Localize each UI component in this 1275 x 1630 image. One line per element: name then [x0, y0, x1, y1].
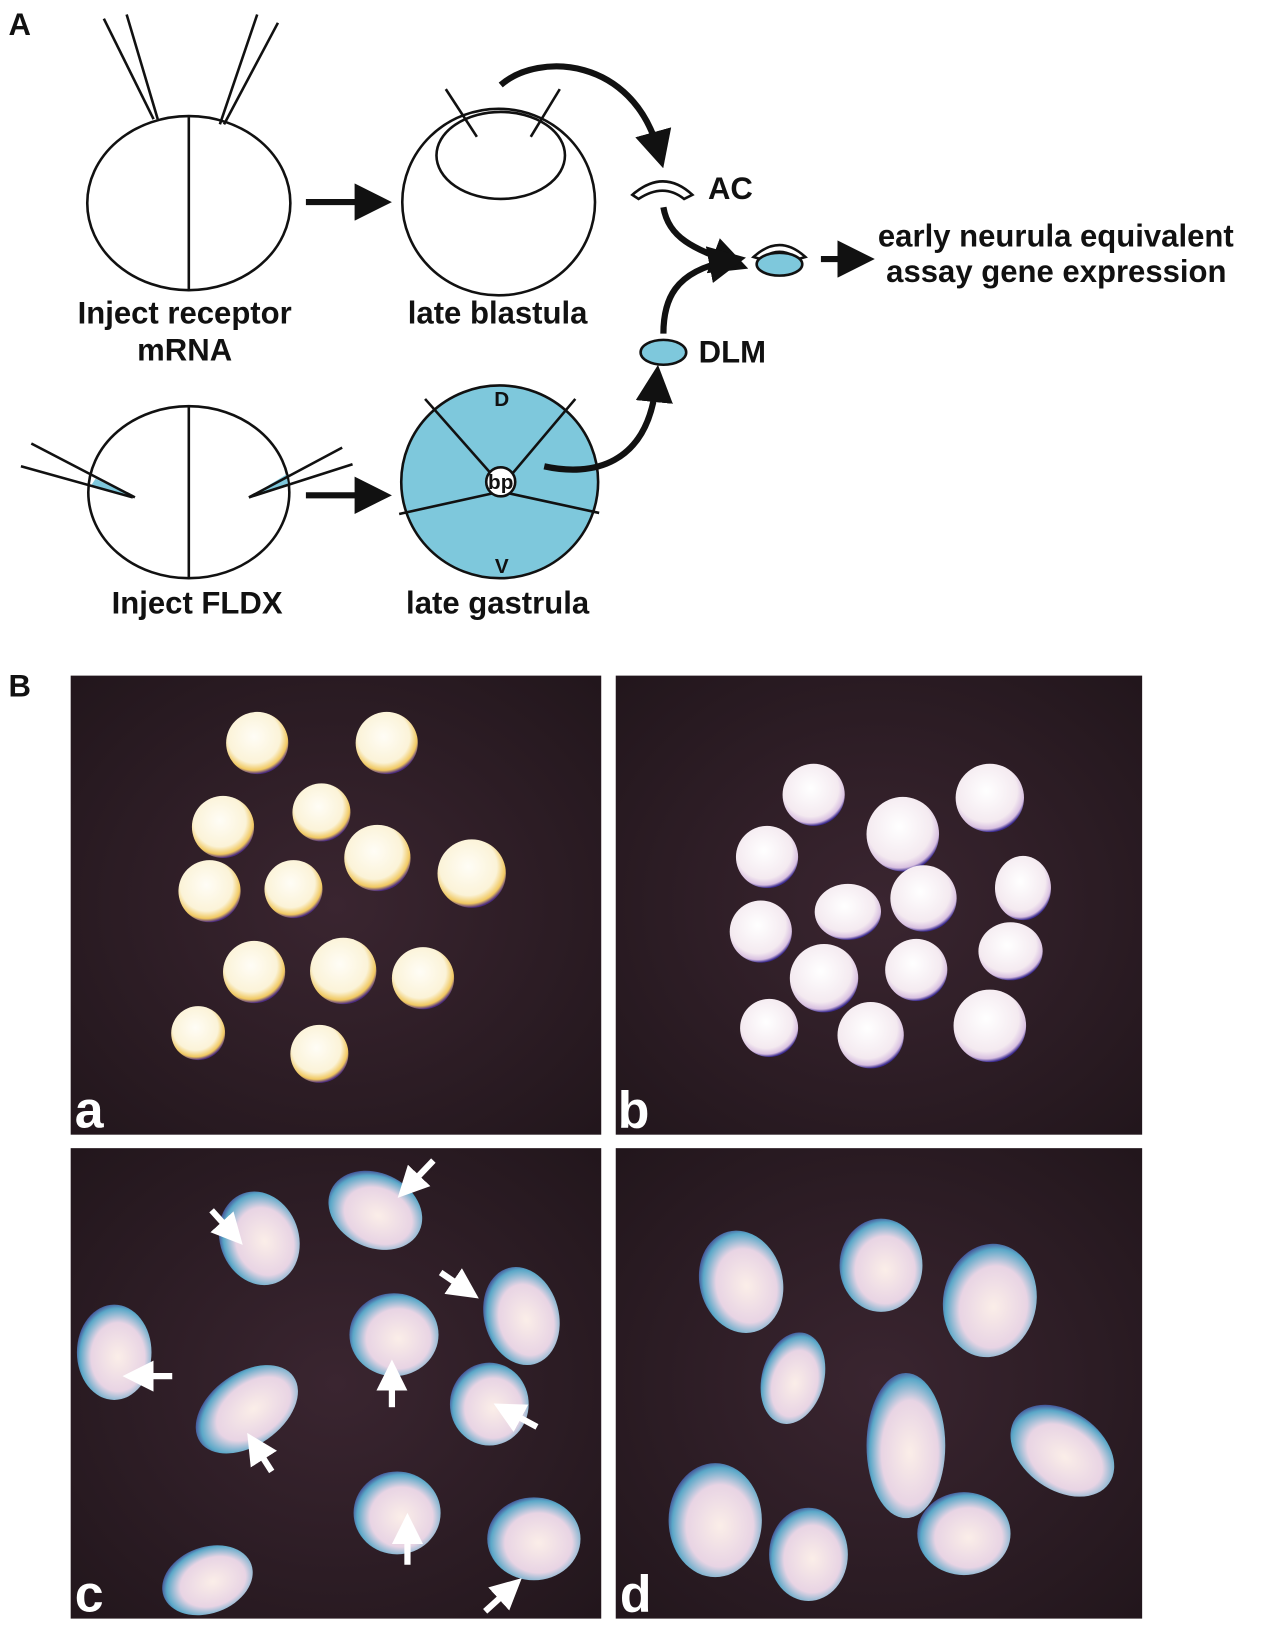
arrow-annotations: [122, 1158, 539, 1614]
label-dlm: DLM: [699, 335, 766, 370]
panel-label-a: A: [9, 7, 31, 42]
label-late-blastula: late blastula: [408, 295, 588, 330]
label-ac: AC: [708, 171, 753, 206]
curved-arrow-icon: [660, 206, 749, 274]
label-inject-fldx: Inject FLDX: [112, 585, 283, 620]
curved-arrow-icon: [660, 246, 746, 334]
animal-cap-icon: [630, 180, 695, 201]
subpanel-label-d: d: [620, 1564, 652, 1622]
label-result-line1: early neurula equivalent: [878, 219, 1234, 254]
curved-arrow-icon: [543, 364, 673, 473]
two-cell-embryo-fldx: [20, 404, 353, 580]
two-cell-embryo-receptor: [85, 14, 292, 292]
photo-panel-c: c: [70, 1148, 602, 1622]
white-arrow-icon: [247, 1432, 277, 1474]
late-blastula-embryo: [400, 88, 597, 297]
subpanel-label-c: c: [75, 1564, 104, 1622]
subpanel-label-b: b: [618, 1080, 650, 1138]
label-mrna: mRNA: [137, 333, 232, 368]
late-gastrula-embryo: [398, 384, 600, 580]
photo-panel-d: d: [615, 1148, 1143, 1622]
white-arrow-icon: [438, 1268, 479, 1299]
panel-a-diagram: A Inject receptor mRNA late blastula A: [9, 7, 1234, 620]
white-arrow-icon: [483, 1578, 522, 1614]
curved-arrow-icon: [498, 63, 672, 169]
subpanel-label-a: a: [75, 1080, 105, 1138]
label-late-gastrula: late gastrula: [406, 585, 590, 620]
conjugate-explant-icon: [750, 243, 808, 277]
label-inject-receptor: Inject receptor: [78, 295, 292, 330]
white-arrow-icon: [493, 1403, 539, 1432]
injection-needle-icon: [102, 14, 280, 125]
white-arrow-icon: [209, 1208, 243, 1245]
photo-panel-a: a: [70, 675, 602, 1138]
white-arrow-icon: [397, 1158, 436, 1198]
label-blastopore: bp: [488, 471, 513, 494]
photo-panel-b: b: [615, 675, 1143, 1138]
label-dorsal: D: [494, 388, 509, 411]
label-result-line2: assay gene expression: [886, 254, 1226, 289]
label-ventral: V: [495, 555, 509, 578]
panel-label-b: B: [9, 668, 31, 703]
dlm-explant-icon: [639, 338, 688, 367]
